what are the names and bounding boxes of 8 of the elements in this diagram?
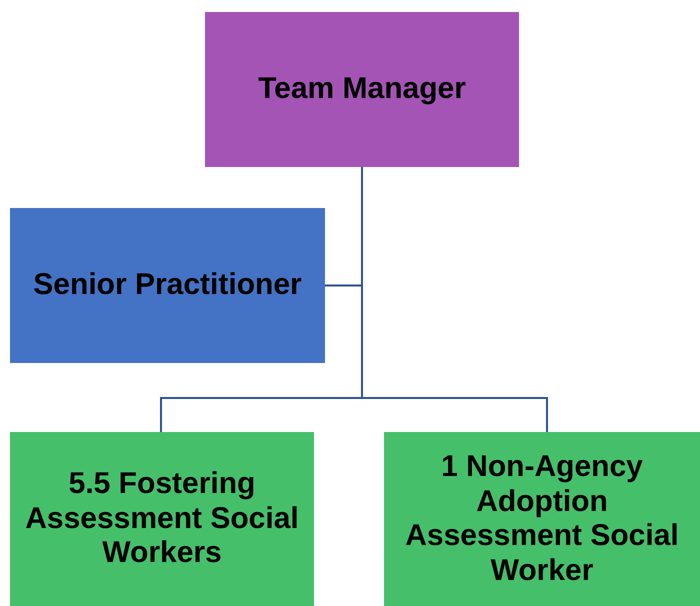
org-box xyxy=(10,208,325,363)
org-box xyxy=(205,12,519,167)
role-title: 1 Non-Agency Adoption Assessment Social Worker xyxy=(404,450,680,588)
role-title: 5.5 Fostering Assessment Social Workers xyxy=(24,467,300,571)
role-title: Team Manager xyxy=(258,72,466,107)
role-title: Senior Practitioner xyxy=(33,268,302,303)
org-box xyxy=(384,432,700,606)
org-box xyxy=(10,432,314,606)
